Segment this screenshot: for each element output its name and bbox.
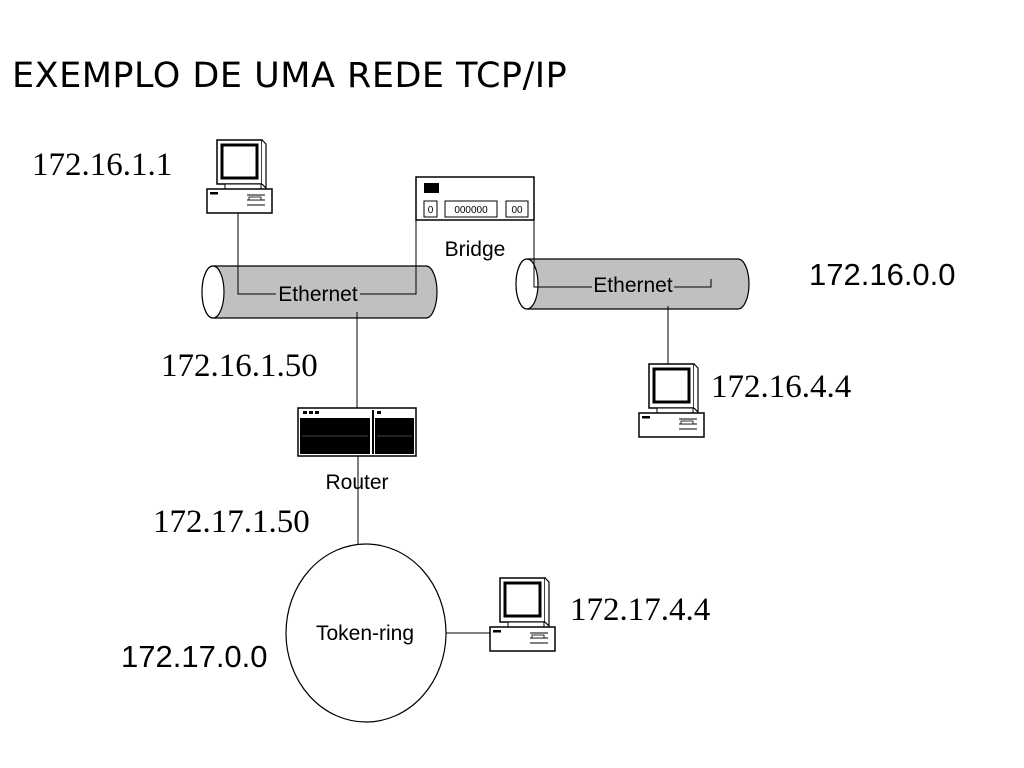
network-address-2: 172.17.0.0 bbox=[121, 639, 268, 674]
connection-lines bbox=[237, 213, 712, 634]
ethernet-label-right: Ethernet bbox=[593, 274, 673, 297]
network-address-1: 172.16.0.0 bbox=[809, 257, 956, 292]
ethernet-segment-left bbox=[201, 265, 438, 319]
page-title: EXEMPLO DE UMA REDE TCP/IP bbox=[12, 56, 567, 96]
router-ip-tr: 172.17.1.50 bbox=[153, 504, 310, 540]
computer-icon-host2 bbox=[637, 362, 706, 439]
router-ip-eth: 172.16.1.50 bbox=[161, 348, 318, 384]
bridge-icon: 0 000000 00 bbox=[415, 176, 535, 221]
ethernet-label-left: Ethernet bbox=[278, 283, 358, 306]
token-ring-segment bbox=[285, 543, 447, 723]
bridge-label: Bridge bbox=[445, 238, 506, 261]
computer-icon-host1 bbox=[205, 138, 274, 215]
router-icon bbox=[297, 407, 417, 457]
bridge-ports-mid: 000000 bbox=[454, 205, 488, 216]
router-label: Router bbox=[325, 471, 388, 494]
host-ip-3: 172.17.4.4 bbox=[570, 592, 710, 628]
bridge-port-b: 00 bbox=[511, 205, 523, 216]
token-ring-label: Token-ring bbox=[316, 622, 414, 645]
bridge-port-a: 0 bbox=[428, 205, 434, 216]
host-ip-2: 172.16.4.4 bbox=[711, 369, 851, 405]
computer-icon-host3 bbox=[488, 576, 557, 653]
ethernet-segment-right bbox=[515, 258, 750, 310]
host-ip-1: 172.16.1.1 bbox=[32, 147, 172, 183]
